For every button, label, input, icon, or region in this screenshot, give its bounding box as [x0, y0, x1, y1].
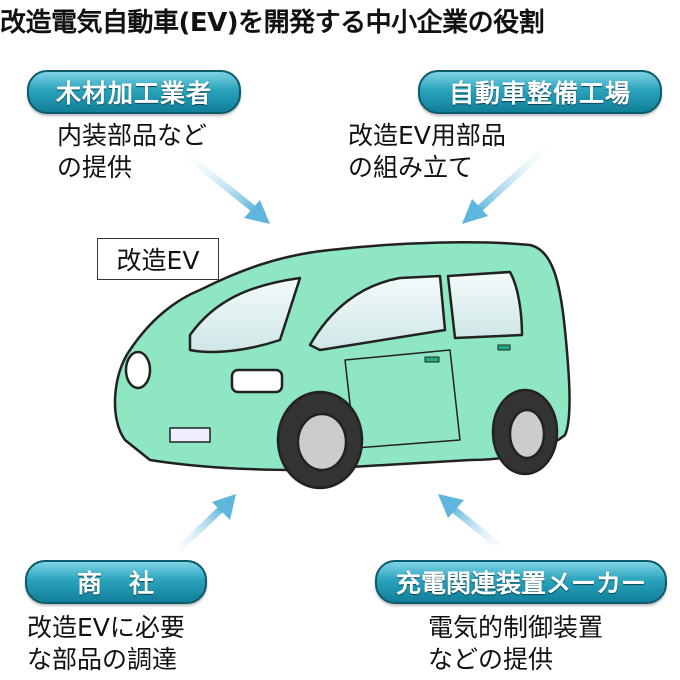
arrow-top-left	[177, 147, 270, 224]
desc-line: 改造EVに必要	[27, 613, 185, 642]
role-wood-processor: 木材加工業者	[27, 70, 241, 114]
role-charger-maker-desc: 電気的制御装置 などの提供	[428, 612, 603, 676]
arrow-bottom-right	[438, 494, 513, 558]
role-auto-repair-shop-desc: 改造EV用部品 の組み立て	[348, 120, 506, 184]
desc-line: 内装部品など	[57, 121, 208, 150]
role-trading-company: 商 社	[25, 560, 207, 604]
desc-line: などの提供	[428, 645, 554, 674]
arrow-bottom-left	[167, 494, 236, 561]
desc-line: 改造EV用部品	[348, 121, 506, 150]
arrow-top-right	[462, 137, 558, 224]
desc-line: 電気的制御装置	[428, 613, 604, 642]
role-charger-maker: 充電関連装置メーカー	[375, 560, 667, 604]
diagram-title: 改造電気自動車(EV)を開発する中小企業の役割	[0, 8, 545, 38]
center-label: 改造EV	[97, 238, 219, 280]
role-trading-company-desc: 改造EVに必要 な部品の調達	[27, 612, 185, 676]
desc-line: の組み立て	[348, 153, 474, 182]
role-wood-processor-desc: 内装部品など の提供	[57, 120, 207, 184]
role-auto-repair-shop: 自動車整備工場	[418, 70, 662, 114]
desc-line: な部品の調達	[27, 645, 178, 674]
desc-line: の提供	[57, 153, 133, 182]
